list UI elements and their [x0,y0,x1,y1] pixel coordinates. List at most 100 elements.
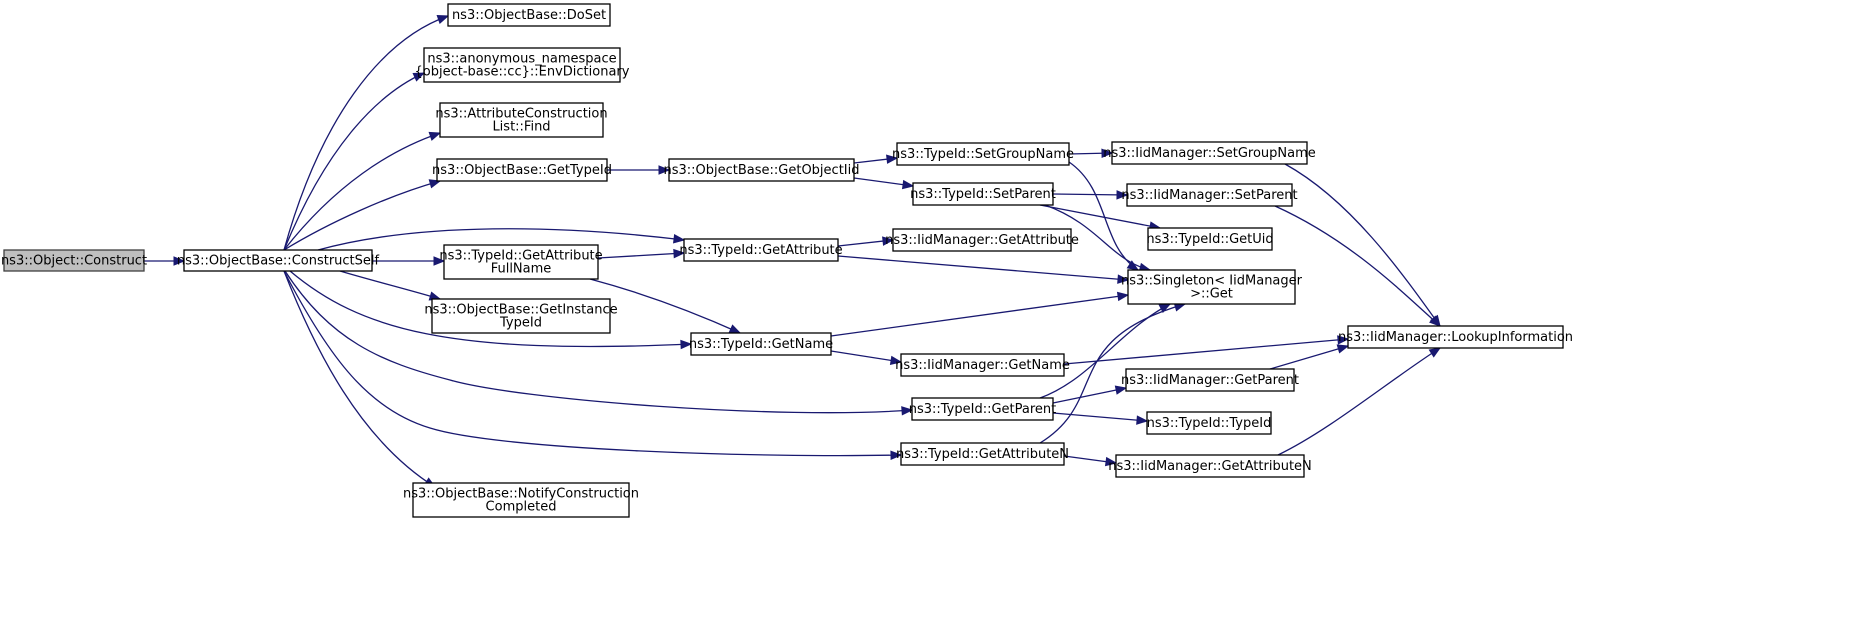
edge-constructSelf-to-getTypeId [283,179,442,251]
node-label: FullName [491,262,552,277]
edge-line [830,350,902,363]
node-iidGetName[interactable]: ns3::IidManager::GetName [895,353,1070,377]
node-iidSetParent[interactable]: ns3::IidManager::SetParent [1121,183,1298,207]
node-label: ns3::AttributeConstruction [435,107,607,122]
edge-line [1039,204,1161,229]
edge-line [1039,303,1171,399]
node-box[interactable] [911,397,1054,421]
node-doSet[interactable]: ns3::ObjectBase::DoSet [447,3,611,27]
arrowhead-icon [889,355,903,366]
node-label: ns3::ObjectBase::GetObjectIid [663,163,859,178]
edge-line [589,278,741,334]
node-iidGetParent[interactable]: ns3::IidManager::GetParent [1121,368,1299,392]
node-box[interactable] [1146,411,1272,435]
node-box[interactable] [1347,325,1564,349]
node-iidGetAttributeN[interactable]: ns3::IidManager::GetAttributeN [1108,454,1312,478]
node-tidGetName[interactable]: ns3::TypeId::GetName [689,332,833,356]
node-getObjectIid[interactable]: ns3::ObjectBase::GetObjectIid [663,158,860,182]
arrowhead-icon [1117,274,1130,284]
node-notifyConstruction[interactable]: ns3::ObjectBase::NotifyConstructionCompl… [403,482,639,518]
node-box[interactable] [892,228,1072,252]
edge-constructSelf-to-doSet [283,15,450,251]
edge-getObjectIid-to-tidSetGroupName [853,154,899,164]
node-box[interactable] [412,482,630,518]
node-iidSetGroupName[interactable]: ns3::IidManager::SetGroupName [1103,141,1316,165]
arrowhead-icon [658,165,671,175]
node-box[interactable] [1125,368,1295,392]
edge-tidGetName-to-singletonGet [830,291,1130,337]
node-tidGetParent[interactable]: ns3::TypeId::GetParent [909,397,1057,421]
edge-line [1269,345,1349,370]
node-box[interactable] [431,298,611,334]
node-box[interactable] [1111,141,1308,165]
node-label: ns3::TypeId::TypeId [1147,416,1272,431]
node-box[interactable] [690,332,832,356]
node-box[interactable] [896,142,1070,166]
node-label: ns3::IidManager::GetAttribute [885,233,1079,248]
node-tidGetAttribute[interactable]: ns3::TypeId::GetAttribute [679,238,843,262]
arrowhead-icon [173,256,186,266]
edge-line [283,132,441,251]
node-box[interactable] [423,47,621,83]
node-box[interactable] [1126,183,1293,207]
node-construct[interactable]: ns3::Object::Construct [1,249,147,272]
edge-tidSetGroupName-to-singletonGet [1068,161,1140,271]
node-box[interactable] [668,158,855,182]
node-box[interactable] [443,244,599,280]
node-getTypeId[interactable]: ns3::ObjectBase::GetTypeId [432,158,612,182]
edge-line [283,270,902,457]
node-tidGetAttributeN[interactable]: ns3::TypeId::GetAttributeN [896,442,1069,466]
node-box[interactable] [447,3,611,27]
edge-constructSelf-to-envDict [283,72,426,251]
edge-line [837,255,1129,281]
arrowhead-icon [1126,260,1140,271]
arrowhead-icon [728,324,742,334]
arrowhead-icon [1104,456,1118,467]
edge-line [1284,163,1441,327]
node-envDict[interactable]: ns3::anonymous_namespace{object-base::cc… [415,47,630,83]
node-tidGetUid[interactable]: ns3::TypeId::GetUid [1146,227,1274,251]
node-tidSetGroupName[interactable]: ns3::TypeId::SetGroupName [892,142,1074,166]
node-label: ns3::IidManager::GetAttributeN [1108,459,1312,474]
node-singletonGet[interactable]: ns3::Singleton< IidManager >::Get [1121,269,1303,305]
edge-iidGetName-to-iidLookup [1063,335,1350,365]
node-constructSelf[interactable]: ns3::ObjectBase::ConstructSelf [177,249,380,272]
edge-line [830,294,1129,337]
node-label: ns3::TypeId::GetAttributeN [896,447,1069,462]
node-box[interactable] [912,182,1054,206]
node-box[interactable] [439,102,604,138]
arrowhead-icon [433,256,446,266]
node-box[interactable] [1127,269,1296,305]
node-label: Completed [486,500,557,515]
edge-line [283,72,425,251]
node-box[interactable] [900,442,1065,466]
node-label: ns3::TypeId::GetParent [909,402,1057,417]
edge-constructSelf-to-attrFind [283,131,442,251]
node-box[interactable] [3,249,145,272]
edge-line [289,270,692,348]
node-box[interactable] [683,238,839,262]
node-iidGetAttribute[interactable]: ns3::IidManager::GetAttribute [885,228,1079,252]
node-box[interactable] [900,353,1065,377]
node-box[interactable] [183,249,373,272]
node-box[interactable] [1115,454,1305,478]
edge-line [1044,204,1151,271]
node-box[interactable] [1147,227,1273,251]
node-label: ns3::ObjectBase::GetTypeId [432,163,612,178]
edge-tidSetParent-to-iidSetParent [1052,190,1129,200]
node-label: ns3::Singleton< IidManager [1121,274,1303,289]
node-tidTypeId[interactable]: ns3::TypeId::TypeId [1146,411,1272,435]
edge-tidGetName-to-iidGetName [830,350,903,366]
node-label: {object-base::cc}::EnvDictionary [415,65,630,80]
edge-constructSelf-to-tidGetAttributeN [283,270,903,460]
node-label: ns3::ObjectBase::ConstructSelf [177,254,380,269]
arrowhead-icon [890,450,903,460]
node-tidSetParent[interactable]: ns3::TypeId::SetParent [910,182,1056,206]
arrowhead-icon [428,179,442,189]
node-box[interactable] [436,158,608,182]
node-iidLookup[interactable]: ns3::IidManager::LookupInformation [1338,325,1573,349]
edge-iidSetGroupName-to-iidLookup [1284,163,1441,328]
